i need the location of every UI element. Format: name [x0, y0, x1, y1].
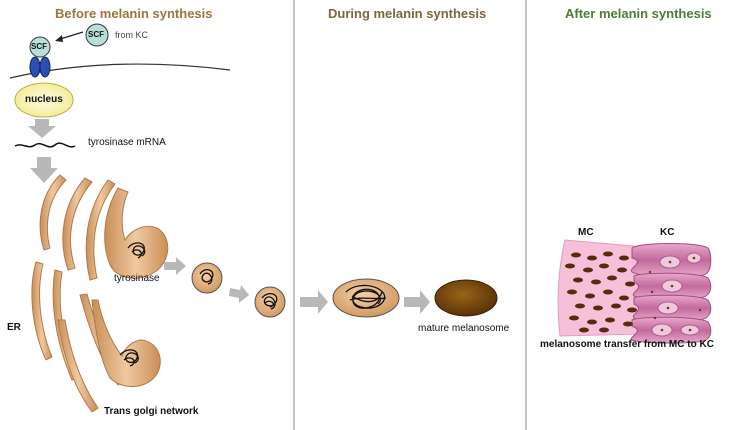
cisterna-1 [39, 174, 67, 251]
melanizing-content [345, 284, 387, 309]
tyrosinase-label: tyrosinase [114, 273, 160, 284]
transfer-label: melanosome transfer from MC to KC [540, 339, 714, 350]
scf-free-label: SCF [88, 30, 104, 39]
arrow-to-mature [404, 290, 430, 314]
arrow-mrna-to-er [30, 157, 58, 183]
golgi-label: Trans golgi network [104, 406, 199, 417]
golgi-lobe-lower [91, 299, 161, 387]
cisterna-3 [85, 179, 116, 281]
kc-label: KC [660, 227, 675, 238]
er-label: ER [7, 322, 21, 333]
mc-melanosomes [565, 251, 637, 333]
from-kc-label: from KC [115, 30, 149, 40]
scf-bound-circle [29, 36, 51, 58]
vesicle-1-content [199, 268, 214, 285]
mrna-label: tyrosinase mRNA [88, 137, 166, 148]
scf-receptor [29, 56, 51, 78]
mc-label: MC [578, 227, 594, 238]
cisterna-6 [57, 319, 99, 413]
scf-free-circle [85, 23, 109, 47]
panel-title-before: Before melanin synthesis [55, 6, 213, 21]
tyrosinase-scribble-2 [119, 349, 139, 367]
scf-bound-label: SCF [31, 42, 47, 51]
panel-title-after: After melanin synthesis [565, 6, 712, 21]
arrow-to-vesicle-1 [164, 257, 186, 275]
cisterna-4 [31, 261, 53, 361]
scf-arrow-head [55, 35, 63, 42]
cisterna-2 [62, 177, 93, 271]
panel-title-during: During melanin synthesis [328, 6, 487, 21]
kc-melanin-dots [648, 256, 702, 332]
nucleus [14, 82, 74, 118]
arrow-to-melanizing [300, 290, 328, 314]
mature-melanosome-label: mature melanosome [418, 323, 510, 334]
arrow-nucleus-to-mrna [28, 119, 56, 138]
golgi-lobe-upper [104, 187, 169, 279]
vesicle-2 [254, 286, 286, 318]
vesicle-1 [191, 262, 223, 294]
arrow-to-vesicle-2 [229, 285, 249, 303]
mature-melanosome [434, 279, 498, 317]
vesicle-2-content [261, 292, 278, 310]
mrna-strand [14, 142, 76, 148]
tyrosinase-scribble-1 [127, 242, 146, 259]
nucleus-label: nucleus [25, 94, 63, 105]
kc-cells [630, 243, 712, 344]
